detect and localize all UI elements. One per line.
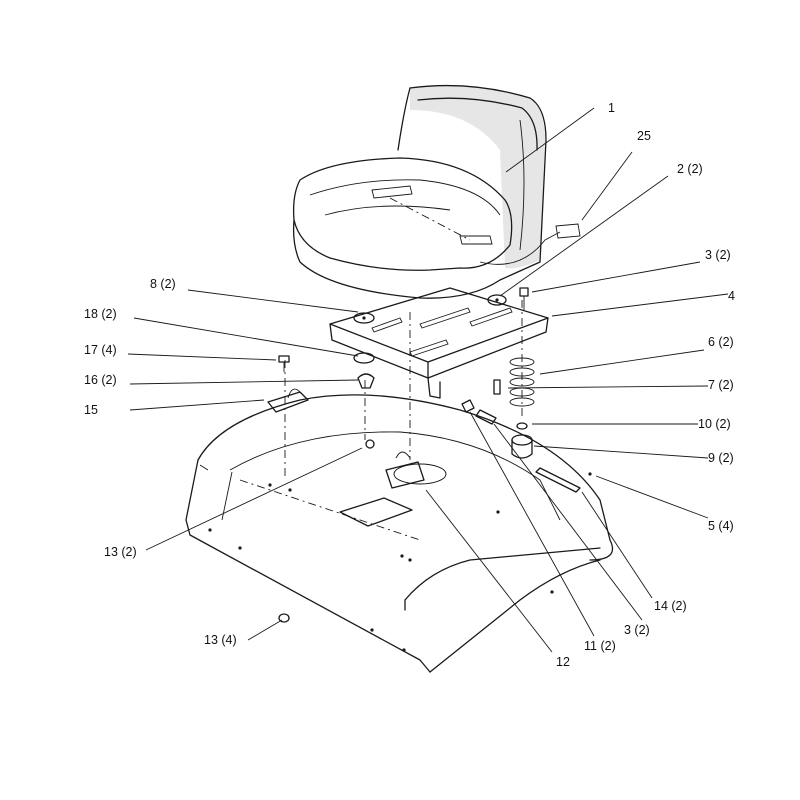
callout-12: 12 bbox=[556, 655, 570, 669]
callout-17: 17 (4) bbox=[84, 343, 117, 357]
callout-6: 6 (2) bbox=[708, 335, 734, 349]
callout-5: 5 (4) bbox=[708, 519, 734, 533]
callout-13-upper: 13 (2) bbox=[104, 545, 137, 559]
callout-14: 14 (2) bbox=[654, 599, 687, 613]
callout-25: 25 bbox=[637, 129, 651, 143]
callout-13-lower: 13 (4) bbox=[204, 633, 237, 647]
callout-16: 16 (2) bbox=[84, 373, 117, 387]
seat-mounting-plate bbox=[329, 287, 549, 399]
hardware bbox=[267, 287, 592, 623]
leader-lines bbox=[127, 107, 729, 653]
callout-18: 18 (2) bbox=[84, 307, 117, 321]
callout-1: 1 bbox=[608, 101, 615, 115]
callout-11: 11 (2) bbox=[584, 639, 616, 653]
callout-8: 8 (2) bbox=[150, 277, 176, 291]
seat bbox=[292, 84, 581, 299]
callout-2: 2 (2) bbox=[677, 162, 703, 176]
callout-3-top: 3 (2) bbox=[705, 248, 731, 262]
callout-10: 10 (2) bbox=[698, 417, 731, 431]
callout-4: 4 bbox=[728, 289, 735, 303]
callout-9: 9 (2) bbox=[708, 451, 734, 465]
callout-15: 15 bbox=[84, 403, 98, 417]
callout-labels: 1 25 2 (2) 3 (2) 4 8 (2) 18 (2) 6 (2) 17… bbox=[84, 101, 735, 669]
callout-7: 7 (2) bbox=[708, 378, 734, 392]
callout-3-lower: 3 (2) bbox=[624, 623, 650, 637]
alignment-lines bbox=[239, 300, 523, 541]
